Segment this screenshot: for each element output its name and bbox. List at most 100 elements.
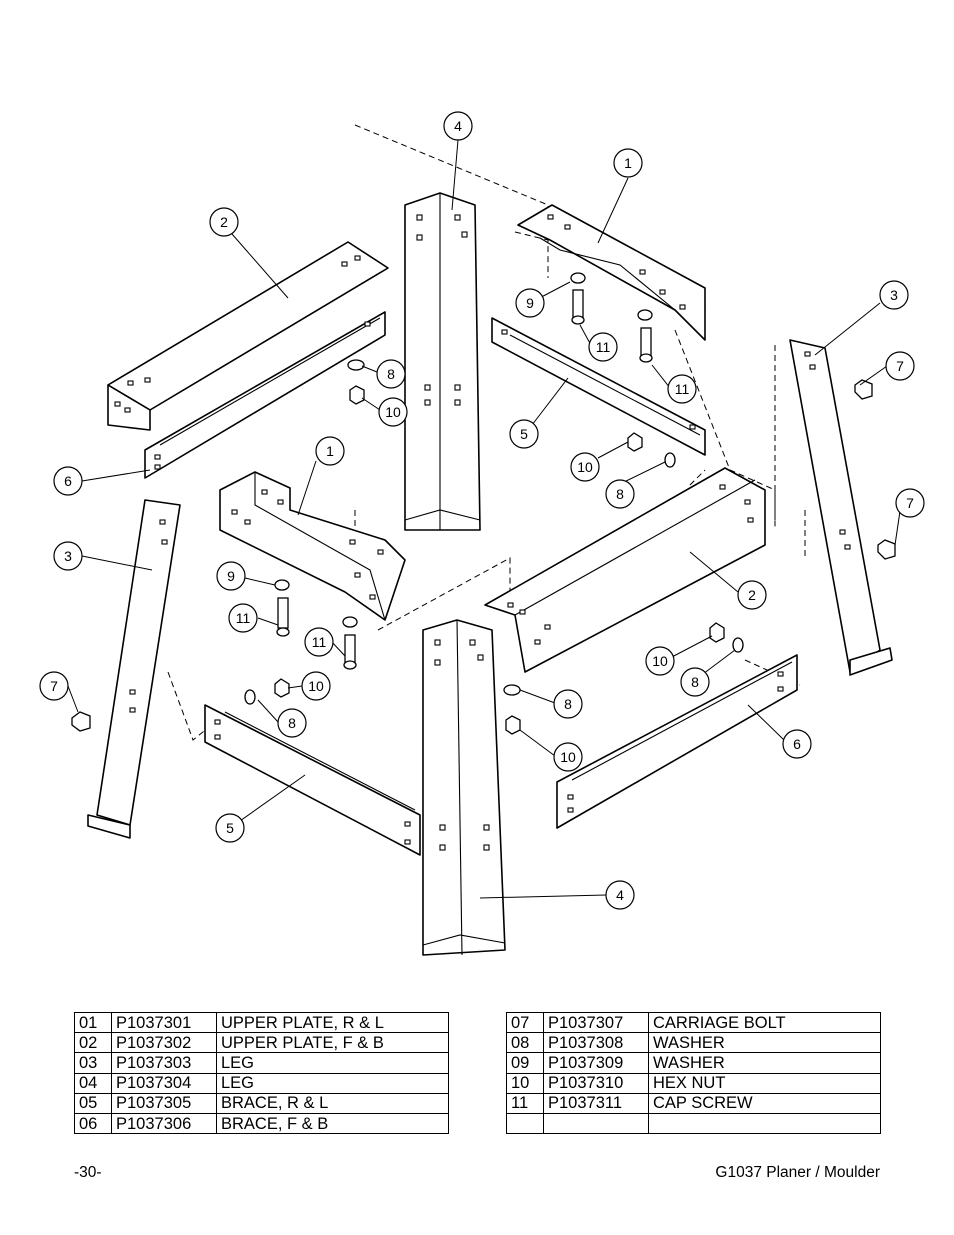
leg-4-lower	[422, 619, 506, 956]
svg-text:11: 11	[236, 610, 251, 626]
callout-2-upper: 2	[209, 207, 239, 237]
callout-9-upper: 9	[515, 288, 545, 318]
svg-text:6: 6	[64, 473, 72, 489]
callout-1-lower: 1	[315, 436, 345, 466]
svg-text:10: 10	[308, 678, 324, 694]
callout-11-upper-left: 11	[588, 332, 618, 362]
description-cell: HEX NUT	[648, 1072, 881, 1094]
svg-text:1: 1	[624, 155, 632, 171]
ref-cell: 03	[74, 1052, 112, 1074]
brace-6-right	[556, 654, 798, 829]
upper-plate-2-right	[484, 467, 766, 673]
description-cell: WASHER	[648, 1052, 881, 1074]
callout-11-upper-right: 11	[667, 374, 697, 404]
svg-text:8: 8	[616, 486, 624, 502]
callout-11-lower-left: 11	[228, 603, 258, 633]
description-cell: WASHER	[648, 1032, 881, 1054]
svg-text:10: 10	[385, 404, 401, 420]
part-number-cell: P1037301	[111, 1011, 217, 1034]
svg-text:9: 9	[526, 295, 534, 311]
svg-text:10: 10	[577, 459, 593, 475]
part-number-cell: P1037304	[111, 1072, 217, 1094]
part-number-cell: P1037307	[543, 1011, 649, 1034]
ref-cell: 07	[506, 1011, 544, 1034]
ref-cell: 02	[74, 1032, 112, 1054]
svg-text:8: 8	[564, 696, 572, 712]
brace-6-left	[144, 311, 386, 479]
part-number-cell: P1037311	[543, 1092, 649, 1114]
upper-plate-1-left	[219, 471, 406, 621]
leg-4-upper	[404, 192, 481, 531]
svg-text:2: 2	[220, 214, 228, 230]
callout-7-right: 7	[895, 488, 925, 518]
document-title: G1037 Planer / Moulder	[715, 1164, 880, 1181]
svg-text:8: 8	[288, 715, 296, 731]
hardware	[71, 272, 896, 735]
ref-cell	[506, 1112, 544, 1135]
upper-plate-1-right	[517, 204, 706, 341]
description-cell: UPPER PLATE, F & B	[216, 1032, 449, 1054]
callout-8-mid-right: 8	[605, 479, 635, 509]
svg-text:8: 8	[387, 366, 395, 382]
ref-cell: 09	[506, 1052, 544, 1074]
callout-4-upper: 4	[443, 111, 473, 141]
ref-cell: 04	[74, 1072, 112, 1094]
svg-text:10: 10	[560, 749, 576, 765]
ref-cell: 11	[506, 1092, 544, 1114]
callout-7-left: 7	[39, 671, 69, 701]
svg-text:7: 7	[896, 358, 904, 374]
part-number-cell: P1037303	[111, 1052, 217, 1074]
svg-text:3: 3	[890, 287, 898, 303]
svg-text:11: 11	[596, 339, 611, 355]
callout-9-lower: 9	[216, 561, 246, 591]
part-number-cell: P1037309	[543, 1052, 649, 1074]
part-number-cell: P1037306	[111, 1112, 217, 1135]
svg-text:2: 2	[748, 587, 756, 603]
callout-11-lower-right: 11	[304, 627, 334, 657]
callout-10-lower-right: 10	[645, 646, 675, 676]
part-number-cell: P1037308	[543, 1032, 649, 1054]
part-number-cell: P1037310	[543, 1072, 649, 1094]
callout-5-lower: 5	[215, 813, 245, 843]
brace-5-left	[204, 704, 421, 856]
description-cell: BRACE, F & B	[216, 1112, 449, 1135]
ref-cell: 01	[74, 1011, 112, 1034]
svg-text:11: 11	[675, 381, 690, 397]
callout-6-left: 6	[53, 466, 83, 496]
callout-7-upper: 7	[885, 351, 915, 381]
callout-10-lower-left: 10	[301, 671, 331, 701]
callout-8-center: 8	[553, 689, 583, 719]
ref-cell: 08	[506, 1032, 544, 1054]
callout-5-upper: 5	[509, 419, 539, 449]
description-cell: UPPER PLATE, R & L	[216, 1011, 449, 1034]
svg-text:6: 6	[793, 736, 801, 752]
callout-3-left: 3	[53, 541, 83, 571]
callout-3-right: 3	[879, 280, 909, 310]
page-number: -30-	[74, 1164, 102, 1181]
callout-1-upper: 1	[613, 148, 643, 178]
part-number-cell	[543, 1112, 649, 1135]
callout-2-lower: 2	[737, 580, 767, 610]
part-number-cell: P1037305	[111, 1092, 217, 1114]
svg-text:7: 7	[50, 678, 58, 694]
svg-text:10: 10	[652, 653, 668, 669]
part-number-cell: P1037302	[111, 1032, 217, 1054]
callout-8-lower-left: 8	[277, 708, 307, 738]
ref-cell: 05	[74, 1092, 112, 1114]
callout-10-mid-right: 10	[570, 452, 600, 482]
callout-8-upper: 8	[376, 359, 406, 389]
description-cell	[648, 1112, 881, 1135]
svg-text:4: 4	[616, 887, 624, 903]
upper-plate-2-left	[107, 241, 389, 431]
svg-text:11: 11	[312, 634, 327, 650]
description-cell: BRACE, R & L	[216, 1092, 449, 1114]
svg-text:5: 5	[520, 426, 528, 442]
description-cell: LEG	[216, 1052, 449, 1074]
